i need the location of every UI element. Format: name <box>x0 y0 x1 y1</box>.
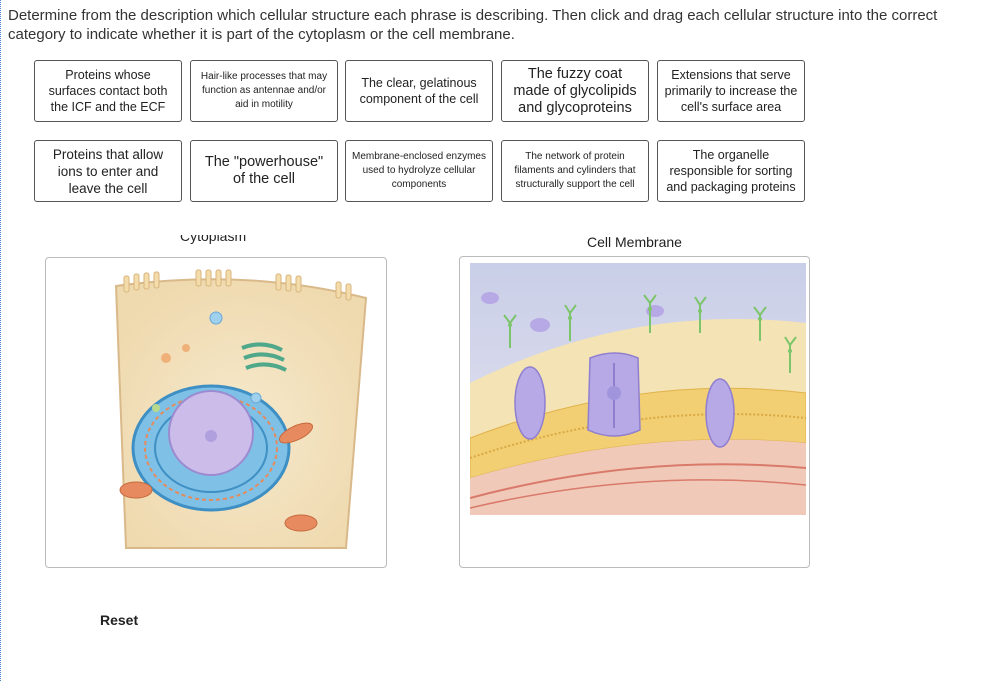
page-left-border <box>0 0 2 681</box>
reset-button[interactable]: Reset <box>100 612 139 628</box>
drag-card-cilia[interactable]: Hair-like processes that may function as… <box>190 60 338 122</box>
cell-cytoplasm-illustration <box>114 269 368 549</box>
drag-card-transmembrane-proteins[interactable]: Proteins whose surfaces contact both the… <box>34 60 182 122</box>
drag-card-cytosol[interactable]: The clear, gelatinous component of the c… <box>345 60 493 122</box>
cytoplasm-drop-zone[interactable] <box>45 257 387 568</box>
drag-card-golgi-apparatus[interactable]: The organelle responsible for sorting an… <box>657 140 805 202</box>
cytoplasm-zone-label: Cytoplasm <box>180 228 247 244</box>
drag-card-mitochondria[interactable]: The "powerhouse" of the cell <box>190 140 338 202</box>
cell-membrane-illustration <box>470 263 806 515</box>
drag-card-microvilli[interactable]: Extensions that serve primarily to incre… <box>657 60 805 122</box>
cell-membrane-drop-zone[interactable] <box>459 256 810 568</box>
cell-membrane-zone-label: Cell Membrane <box>587 234 682 250</box>
drag-card-lysosomes[interactable]: Membrane-enclosed enzymes used to hydrol… <box>345 140 493 202</box>
drag-card-channel-proteins[interactable]: Proteins that allow ions to enter and le… <box>34 140 182 202</box>
instructions-text: Determine from the description which cel… <box>8 7 938 43</box>
drag-card-glycocalyx[interactable]: The fuzzy coat made of glycolipids and g… <box>501 60 649 122</box>
drag-card-cytoskeleton[interactable]: The network of protein filaments and cyl… <box>501 140 649 202</box>
